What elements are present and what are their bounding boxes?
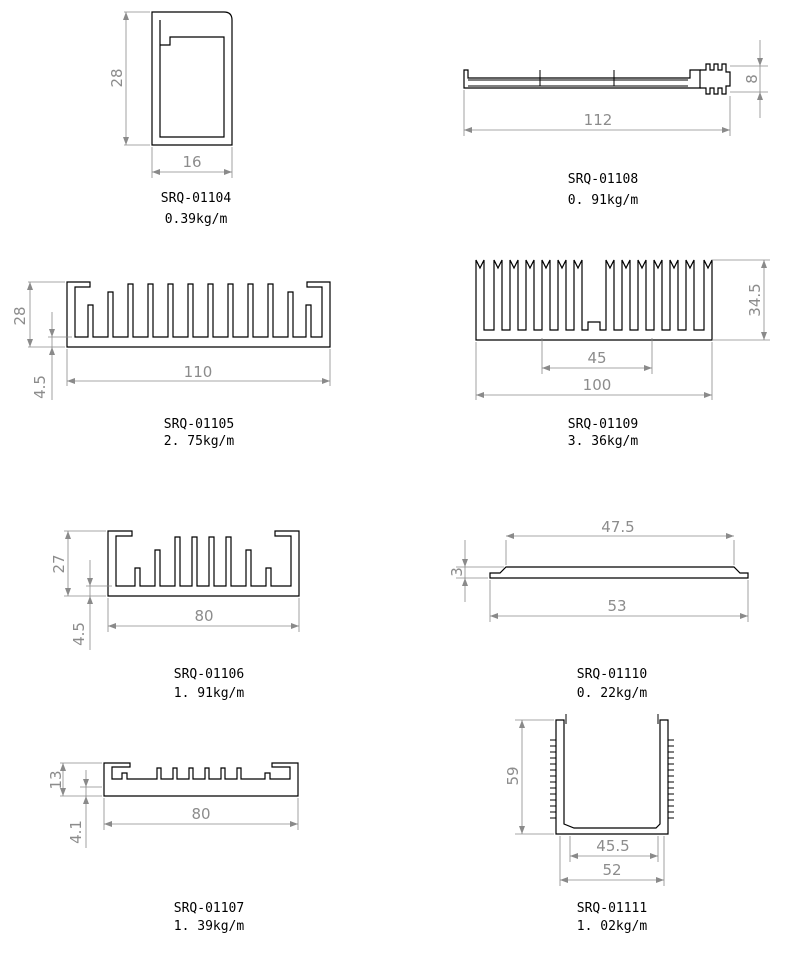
- dim-width: 100: [583, 376, 612, 394]
- profile-srq-01108: 8 112 SRQ-01108 0. 91kg/m: [463, 40, 768, 208]
- dim-inner-width: 45.5: [596, 837, 629, 855]
- dim-thickness: 4.5: [70, 622, 88, 646]
- dim-height: 34.5: [746, 283, 764, 316]
- profile-weight: 0. 91kg/m: [568, 193, 639, 208]
- profile-srq-01104: 28 16 SRQ-01104 0.39kg/m: [108, 11, 233, 227]
- dim-height: 59: [504, 766, 522, 785]
- profile-code: SRQ-01105: [164, 417, 234, 432]
- dim-width: 110: [184, 363, 213, 381]
- dim-width: 16: [182, 153, 201, 171]
- dim-width: 112: [584, 111, 613, 129]
- dim-height: 13: [47, 770, 65, 789]
- profile-weight: 1. 02kg/m: [577, 919, 648, 934]
- dim-thickness: 3: [448, 567, 466, 577]
- fin-rows: [550, 714, 674, 819]
- profile-weight: 3. 36kg/m: [568, 434, 639, 449]
- dim-inner-width: 47.5: [601, 518, 634, 536]
- profile-weight: 0.39kg/m: [165, 212, 228, 227]
- profile-outline: [475, 259, 713, 341]
- profile-code: SRQ-01110: [577, 667, 647, 682]
- profile-weight: 0. 22kg/m: [577, 686, 648, 701]
- profile-outline: [151, 11, 233, 146]
- profile-srq-01105: 28 4.5 110 SRQ-01105 2. 75kg/m: [11, 281, 331, 449]
- profile-srq-01110: 47.5 3 53 SRQ-01110 0. 22kg/m: [448, 518, 749, 701]
- profile-outline: [103, 762, 299, 797]
- profile-outline: [489, 566, 749, 579]
- dim-height: 28: [108, 68, 126, 87]
- profile-weight: 1. 91kg/m: [174, 686, 245, 701]
- profile-code: SRQ-01108: [568, 172, 638, 187]
- dim-height: 8: [743, 74, 761, 84]
- dim-width: 80: [194, 607, 213, 625]
- dim-height: 28: [11, 306, 29, 325]
- dim-inner-width: 45: [587, 349, 606, 367]
- profile-code: SRQ-01106: [174, 667, 244, 682]
- profile-srq-01107: 13 4.1 80 SRQ-01107 1. 39kg/m: [47, 762, 299, 934]
- profile-outline: [555, 719, 669, 835]
- profile-code: SRQ-01107: [174, 901, 244, 916]
- profile-outline: [463, 69, 701, 89]
- profile-code: SRQ-01111: [577, 901, 647, 916]
- dim-thickness: 4.5: [31, 375, 49, 399]
- profile-code: SRQ-01104: [161, 191, 232, 206]
- dim-width: 53: [607, 597, 626, 615]
- profile-srq-01109: 34.5 45 100 SRQ-01109 3. 36kg/m: [475, 259, 770, 449]
- profile-srq-01111: 59 45.5 52 SRQ-01111 1. 02kg/m: [504, 714, 674, 934]
- dim-thickness: 4.1: [67, 820, 85, 844]
- dim-width: 52: [602, 861, 621, 879]
- profile-weight: 1. 39kg/m: [174, 919, 245, 934]
- dim-height: 27: [50, 554, 68, 573]
- dim-width: 80: [191, 805, 210, 823]
- profile-srq-01106: 27 4.5 80 SRQ-01106 1. 91kg/m: [50, 530, 300, 701]
- profile-outline: [107, 530, 300, 597]
- profile-outline: [66, 281, 331, 348]
- profile-weight: 2. 75kg/m: [164, 434, 235, 449]
- profile-code: SRQ-01109: [568, 417, 638, 432]
